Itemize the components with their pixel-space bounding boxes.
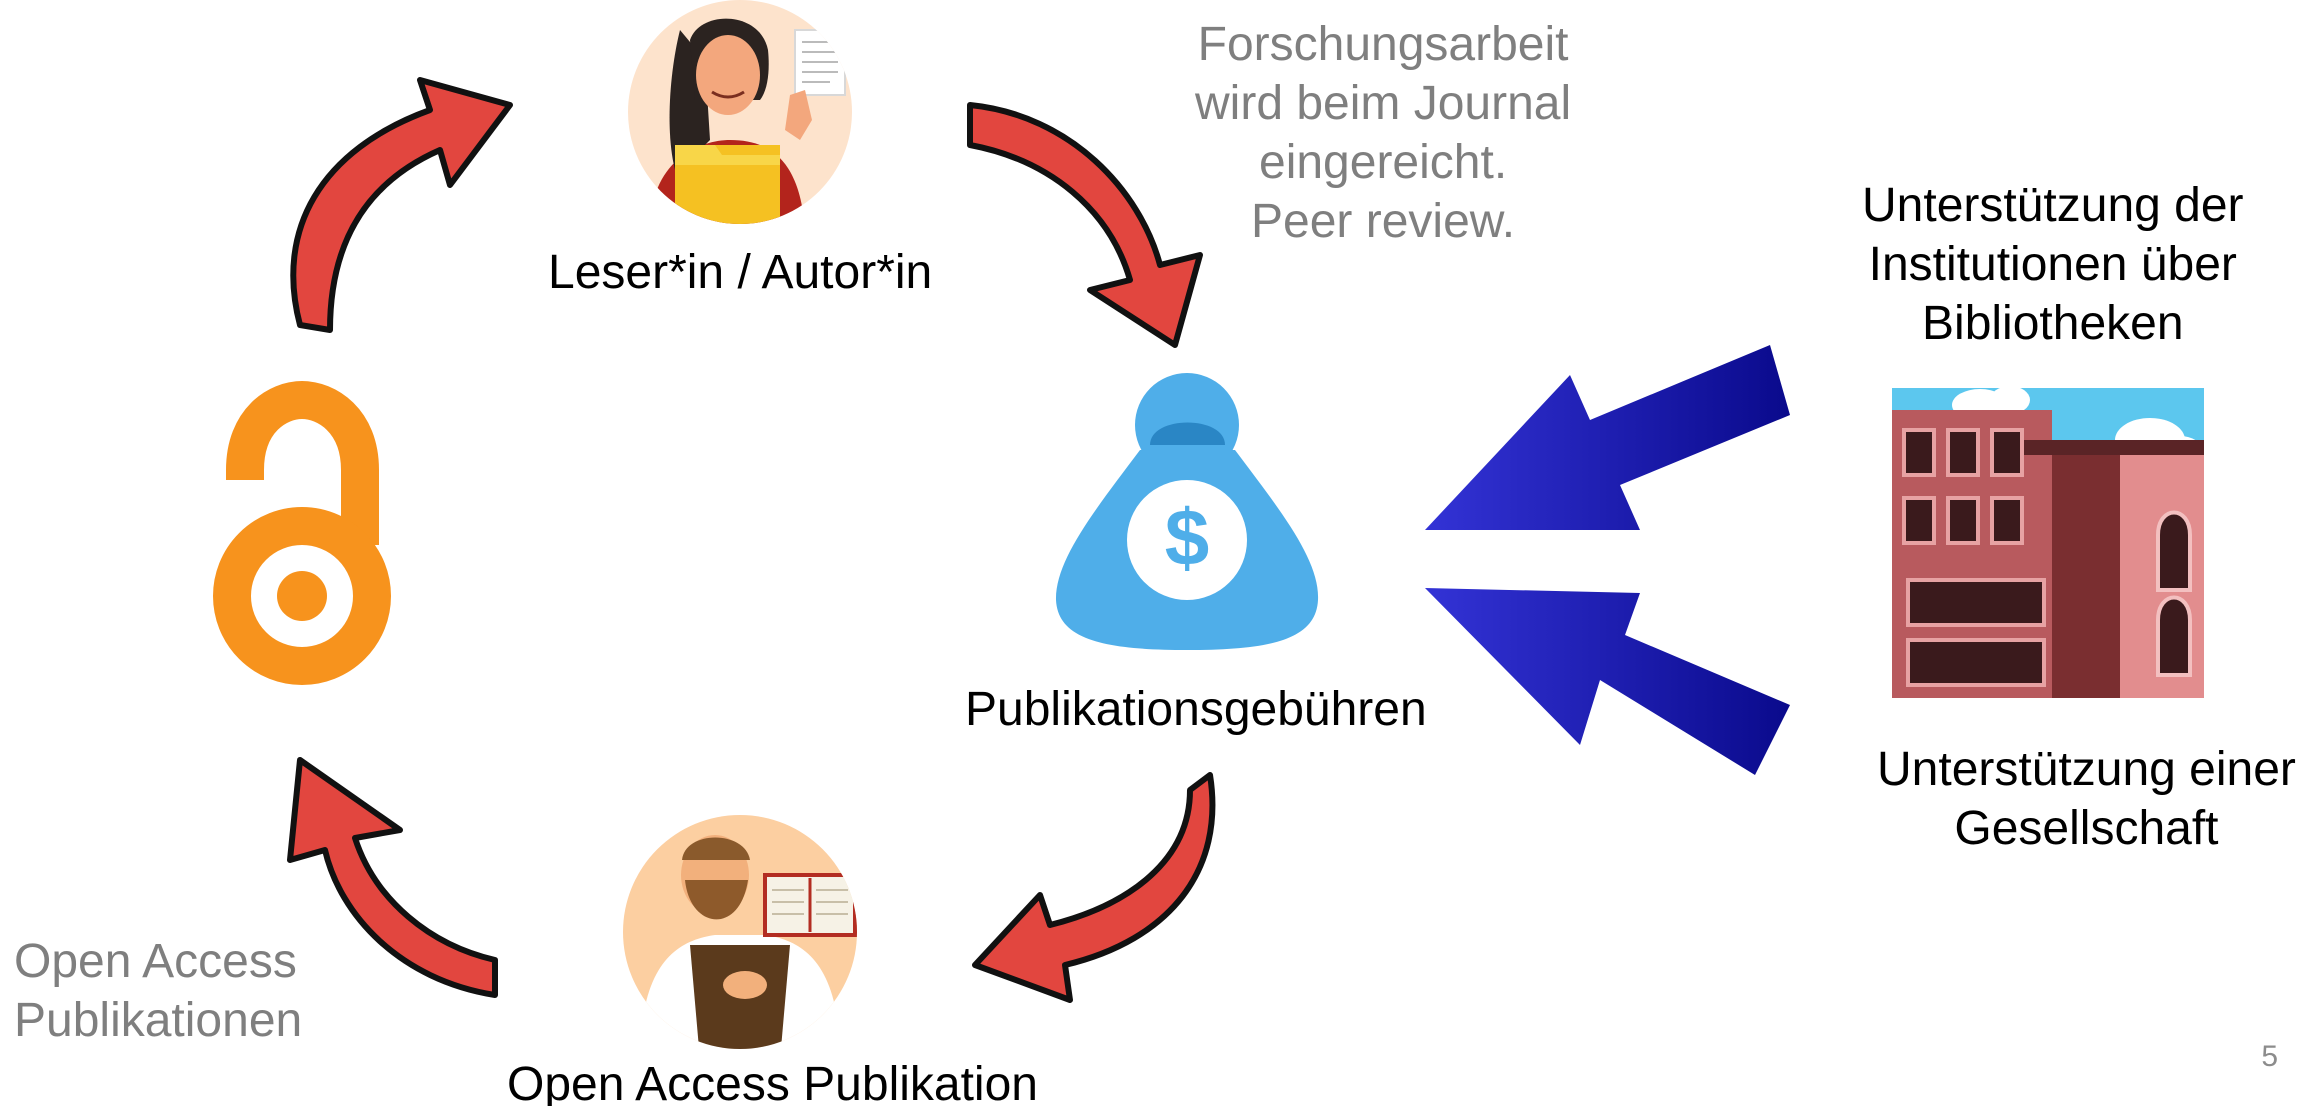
society-support-label: Unterstützung einer Gesellschaft bbox=[1877, 740, 2296, 858]
institutions-line: Institutionen über bbox=[1868, 238, 2237, 291]
support-arrow-upper bbox=[1425, 345, 1790, 530]
submission-note: Forschungsarbeit wird beim Journal einge… bbox=[1195, 15, 1571, 251]
oa-note-line: Publikationen bbox=[14, 994, 303, 1047]
institutions-support-label: Unterstützung der Institutionen über Bib… bbox=[1862, 176, 2244, 353]
page-number: 5 bbox=[2261, 1040, 2278, 1073]
society-line: Unterstützung einer bbox=[1877, 743, 2296, 796]
institutions-line: Unterstützung der bbox=[1862, 179, 2244, 232]
submission-note-line: eingereicht. bbox=[1259, 136, 1508, 189]
library-building-icon bbox=[1892, 386, 2204, 698]
money-bag-icon: $ bbox=[1055, 373, 1319, 650]
institutions-line: Bibliotheken bbox=[1922, 297, 2184, 350]
support-arrow-lower bbox=[1425, 588, 1790, 775]
fees-label: Publikationsgebühren bbox=[965, 683, 1427, 736]
author-label: Leser*in / Autor*in bbox=[548, 246, 933, 299]
bearded-man-book-icon bbox=[623, 815, 857, 1049]
submission-note-line: Peer review. bbox=[1251, 195, 1516, 248]
cycle-arrow-top-left bbox=[290, 77, 513, 333]
oa-note-line: Open Access bbox=[14, 935, 297, 988]
svg-text:$: $ bbox=[1165, 493, 1210, 582]
reader-author-person-icon bbox=[628, 0, 852, 224]
open-access-lock-icon bbox=[213, 380, 391, 685]
cycle-arrow-bottom-right bbox=[972, 772, 1216, 1003]
submission-note-line: Forschungsarbeit bbox=[1197, 18, 1569, 71]
cycle-arrow-bottom-left bbox=[287, 757, 498, 998]
submission-note-line: wird beim Journal bbox=[1195, 77, 1572, 130]
publication-label: Open Access Publikation bbox=[507, 1058, 1038, 1106]
oa-publications-note: Open Access Publikationen bbox=[14, 932, 302, 1050]
cycle-arrow-top-right bbox=[967, 102, 1203, 348]
society-line: Gesellschaft bbox=[1954, 802, 2219, 855]
